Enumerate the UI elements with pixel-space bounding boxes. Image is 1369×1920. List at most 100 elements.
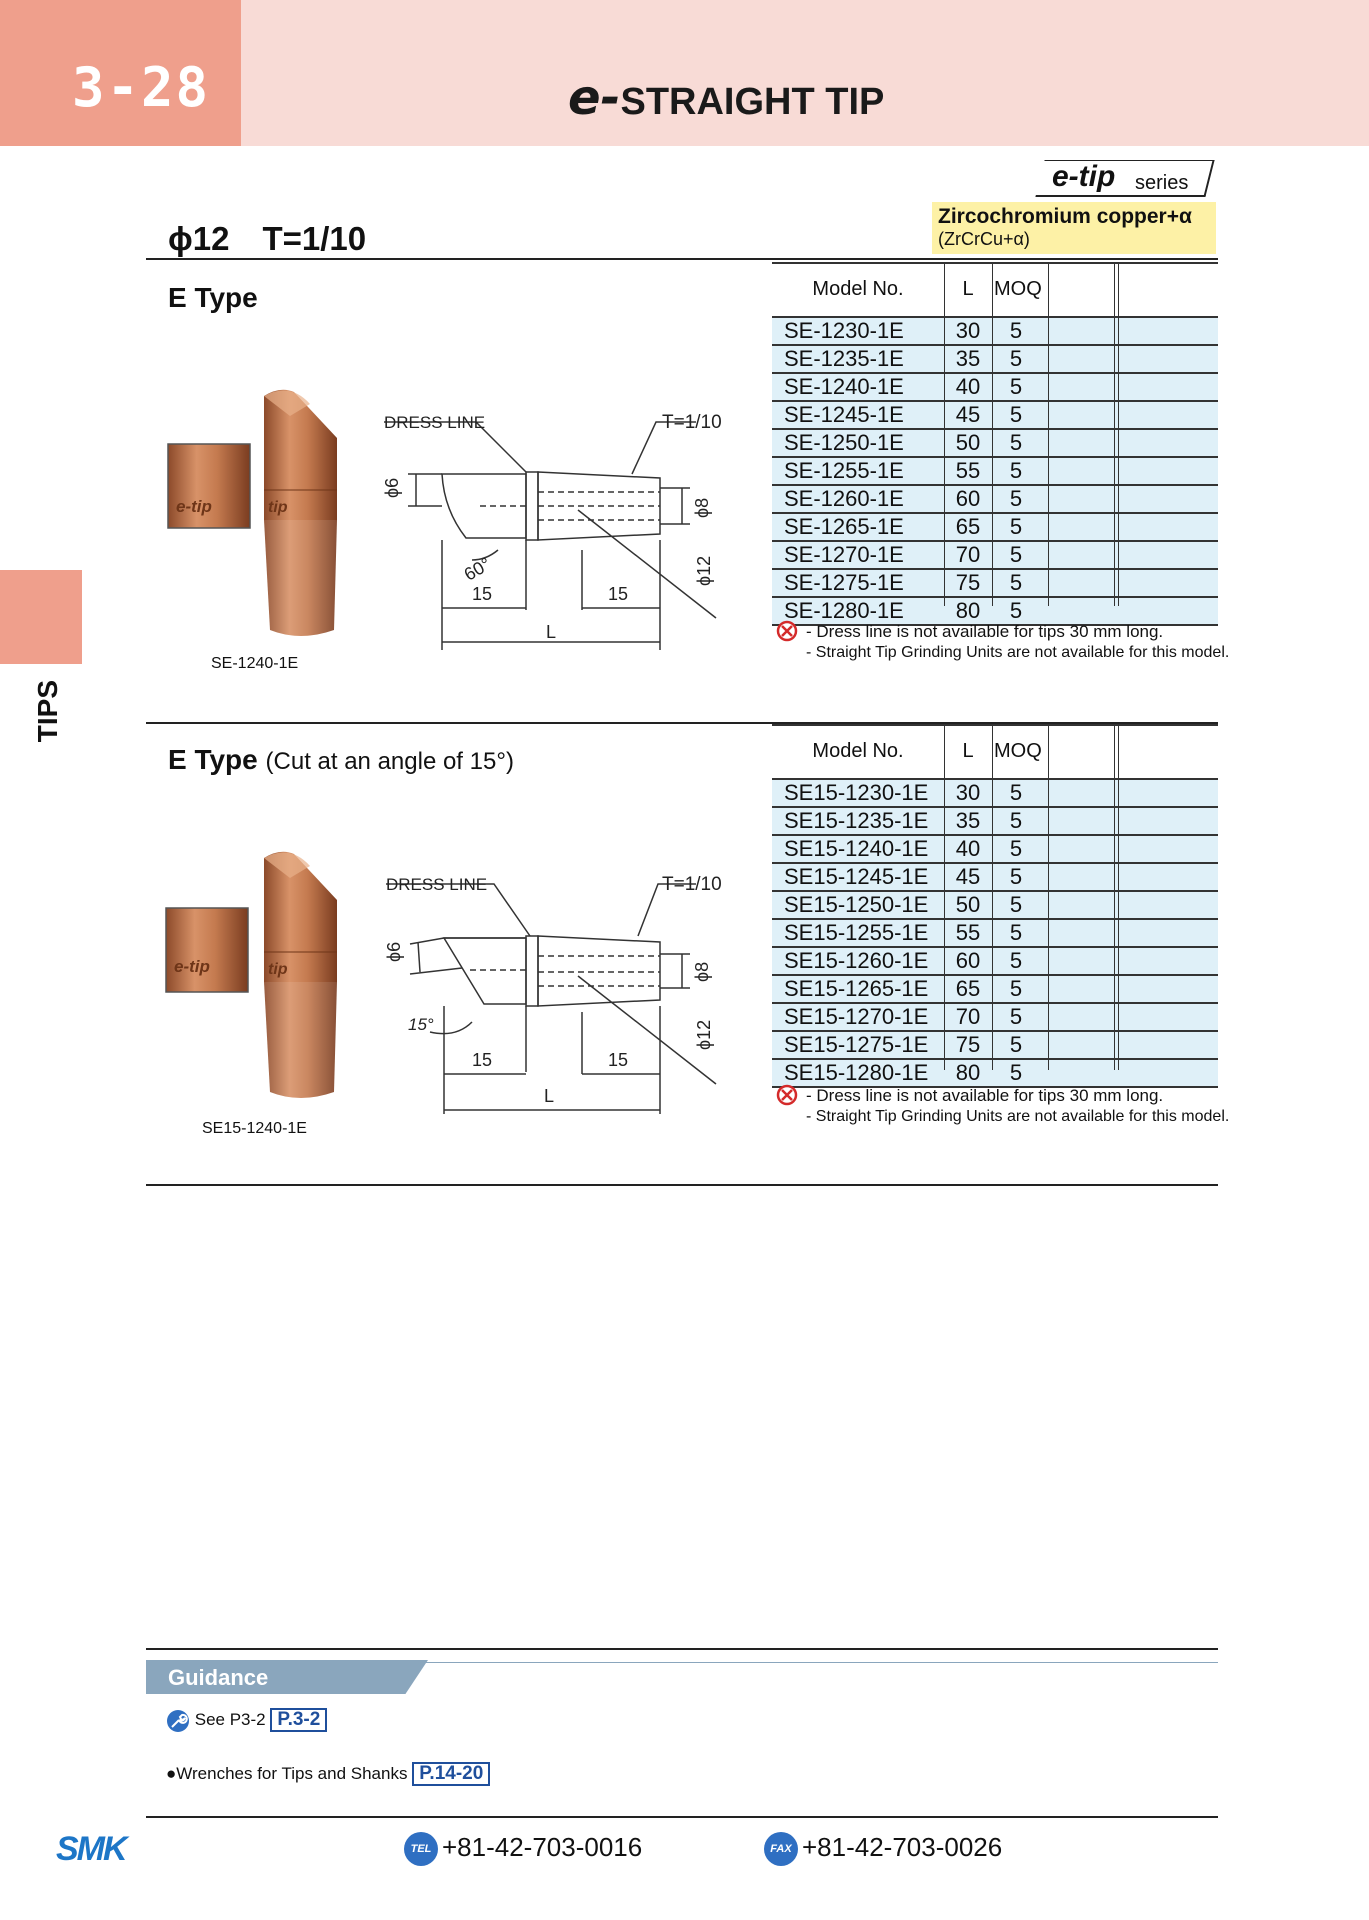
cell-moq: 5 [1009,458,1023,483]
cell-l: 60 [955,948,981,973]
section1-photo-caption: SE-1240-1E [211,655,299,672]
wrench-icon [167,1709,189,1732]
cell-l: 75 [955,570,981,595]
cell-moq: 5 [1009,808,1023,833]
cell-moq: 5 [1009,1060,1023,1085]
section1-dress-line: DRESS LINE [384,413,485,432]
cell-moq: 5 [1009,948,1023,973]
title-text: STRAIGHT TIP [620,81,885,123]
page-link-p3-2[interactable]: P.3-2 [270,1708,328,1732]
cell-l: 40 [955,374,981,399]
page-number: 3-28 [72,56,211,119]
divider [146,1816,1218,1818]
title-prefix: e- [568,70,621,126]
series-logo: e-tip series [1035,160,1218,198]
divider [146,1662,1218,1663]
cell-l: 65 [955,976,981,1001]
note-line-2: - Straight Tip Grinding Units are not av… [806,644,1230,661]
section2-title-text: E Type [168,744,258,775]
cell-l: 35 [955,346,981,371]
side-tab-marker [0,570,82,664]
note-line-1: - Dress line is not available for tips 3… [806,622,1164,641]
fax-number: FAX+81-42-703-0026 [764,1832,1003,1867]
cell-model: SE15-1280-1E [784,1060,929,1085]
section1-phi8: ϕ8 [692,498,712,518]
material-formula: (ZrCrCu+α) [938,229,1030,249]
divider [146,1184,1218,1186]
note-line-1: - Dress line is not available for tips 3… [806,1086,1164,1105]
cell-model: SE-1265-1E [784,514,904,539]
section1-phi6: ϕ6 [382,478,402,498]
section2-title: E Type (Cut at an angle of 15°) [168,744,514,776]
cell-l: 40 [955,836,981,861]
section2-dress-line: DRESS LINE [386,875,487,894]
page-number-box: 3-28 [0,0,241,146]
cell-l: 70 [955,1004,981,1029]
cell-l: 75 [955,1032,981,1057]
guidance-title: Guidance [168,1665,269,1690]
guidance-line-1-text: See P3-2 [194,1710,266,1729]
tel-number: TEL+81-42-703-0016 [404,1832,642,1867]
cell-moq: 5 [1009,570,1023,595]
table-row: SE-1235-1E 35 5 [772,346,1218,374]
cell-l: 45 [955,864,981,889]
header-l: L [962,278,974,300]
section1-title: E Type [168,282,258,314]
series-logo-text: e-tip [1052,160,1116,193]
header-moq: MOQ [994,740,1042,762]
divider [146,1648,1218,1650]
cell-l: 70 [955,542,981,567]
guidance-bar: Guidance [146,1660,428,1694]
cell-model: SE-1260-1E [784,486,904,511]
cell-l: 30 [955,780,981,805]
cell-moq: 5 [1009,1004,1023,1029]
section2-taper: T=1/10 [662,874,722,895]
page-link-p14-20[interactable]: P.14-20 [412,1762,491,1786]
cell-l: 55 [955,458,981,483]
cell-l: 45 [955,402,981,427]
material-badge: Zircochromium copper+α (ZrCrCu+α) [932,202,1216,254]
cell-l: 35 [955,808,981,833]
section1-phi12: ϕ12 [694,556,714,586]
cell-moq: 5 [1009,780,1023,805]
side-tab-label: TIPS [32,680,63,743]
section1-drawing: DRESS LINE T=1/10 ϕ6 ϕ8 ϕ12 60° 15 15 L [382,412,722,650]
cell-l: 80 [955,598,981,623]
table-header: Model No. L MOQ [772,262,1218,318]
cell-moq: 5 [1009,346,1023,371]
cell-model: SE-1230-1E [784,318,904,343]
prohibit-icon [776,1084,798,1106]
cell-moq: 5 [1009,430,1023,455]
cell-model: SE-1235-1E [784,346,904,371]
section2-zoom-text: e-tip [174,957,210,976]
cell-l: 50 [955,430,981,455]
cell-model: SE15-1260-1E [784,948,929,973]
section1-dimL: L [546,622,556,642]
divider [146,258,1218,260]
fax-text: +81-42-703-0026 [802,1832,1003,1862]
cell-moq: 5 [1009,514,1023,539]
cell-model: SE-1240-1E [784,374,904,399]
section2-phi12: ϕ12 [694,1020,714,1050]
table-row: SE15-1260-1E 60 5 [772,948,1218,976]
cell-model: SE15-1255-1E [784,920,929,945]
section1-angle: 60° [461,554,495,585]
cell-moq: 5 [1009,486,1023,511]
material-name: Zircochromium copper+α [938,205,1192,228]
